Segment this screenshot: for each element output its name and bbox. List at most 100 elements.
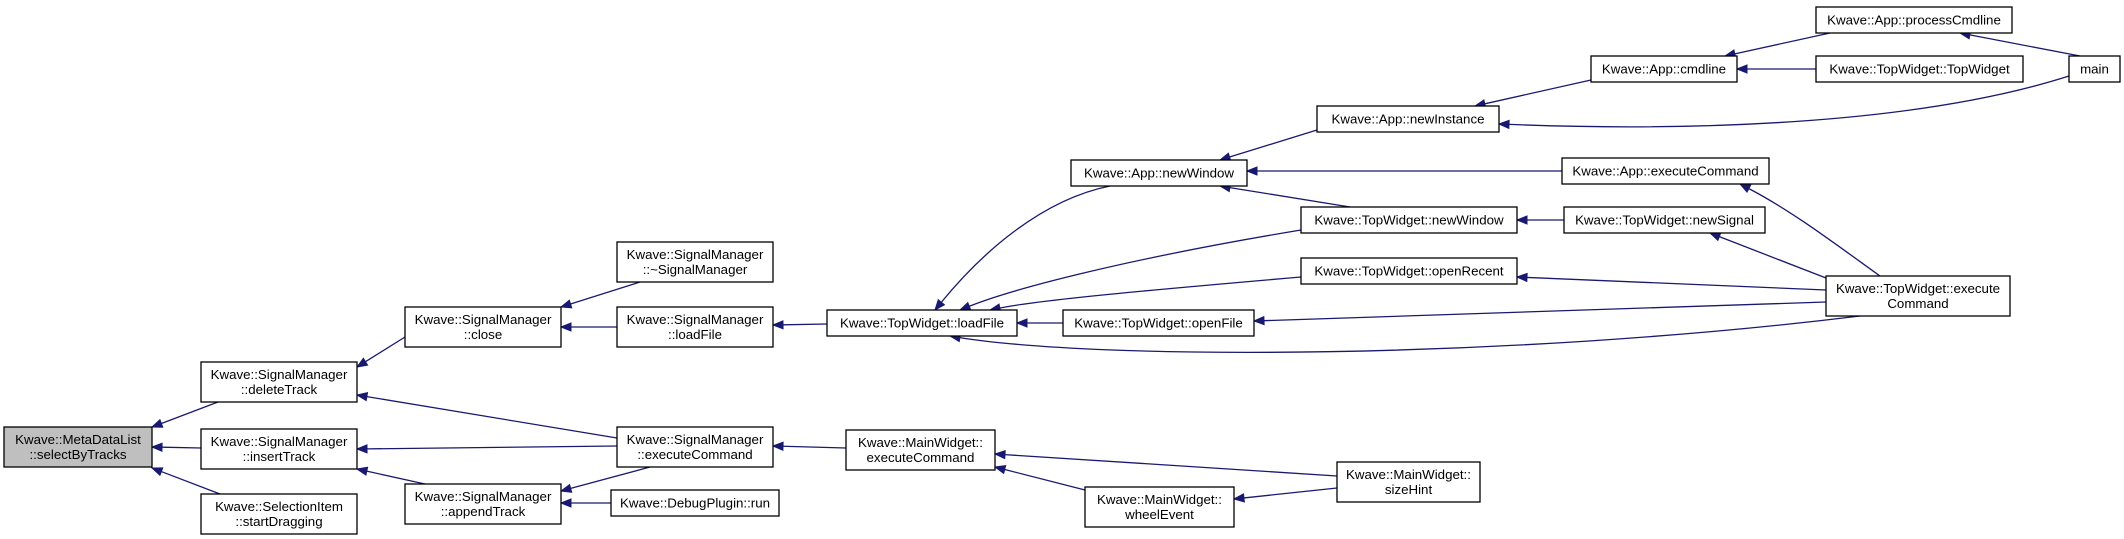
edge-line — [365, 336, 406, 363]
edge-arrowhead — [559, 299, 573, 309]
node-label: Kwave::TopWidget::loadFile — [840, 316, 1004, 331]
node-mwWheelEvent[interactable]: Kwave::MainWidget::wheelEvent — [1084, 486, 1235, 528]
node-box — [200, 493, 358, 535]
node-appProcessCmdline[interactable]: Kwave::App::processCmdline — [1815, 6, 2013, 34]
edge-line — [1004, 453, 1338, 477]
node-box — [616, 426, 774, 468]
node-twExecuteCommand[interactable]: Kwave::TopWidget::executeCommand — [1825, 275, 2011, 317]
node-deleteTrack[interactable]: Kwave::SignalManager::deleteTrack — [200, 361, 358, 403]
edge-smClose-to-deleteTrack — [355, 336, 406, 368]
node-label: Command — [1887, 296, 1948, 311]
edge-arrowhead — [355, 444, 368, 454]
node-smLoadFile[interactable]: Kwave::SignalManager::loadFile — [616, 306, 774, 348]
edge-line — [1526, 276, 1827, 291]
node-label: Kwave::TopWidget::TopWidget — [1829, 62, 2010, 77]
edge-twLoadFile-to-smLoadFile — [771, 320, 828, 330]
node-label: ::executeCommand — [637, 447, 752, 462]
edge-line — [940, 185, 1111, 303]
node-appExecuteCommand[interactable]: Kwave::App::executeCommand — [1561, 157, 1770, 185]
node-appNewWindow[interactable]: Kwave::App::newWindow — [1070, 159, 1248, 187]
node-label: Kwave::SignalManager — [211, 367, 348, 382]
node-box — [200, 361, 358, 403]
node-twOpenRecent[interactable]: Kwave::TopWidget::openRecent — [1300, 257, 1518, 285]
node-twNewSignal[interactable]: Kwave::TopWidget::newSignal — [1563, 206, 1766, 234]
edge-insertTrack-to-selectByTracks — [150, 442, 202, 452]
node-label: sizeHint — [1385, 482, 1433, 497]
edge-twNewWindow-to-appNewWindow — [1218, 182, 1351, 208]
node-box — [1815, 6, 2013, 34]
edge-mwSizeHint-to-mwWheelEvent — [1232, 487, 1338, 503]
node-box — [1300, 206, 1518, 234]
edge-line — [782, 323, 828, 326]
node-debugRun[interactable]: Kwave::DebugPlugin::run — [610, 489, 780, 517]
node-mwSizeHint[interactable]: Kwave::MainWidget::sizeHint — [1336, 461, 1481, 503]
edge-twExecuteCommand-to-twNewSignal — [1708, 232, 1827, 279]
node-selectByTracks[interactable]: Kwave::MetaDataList::selectByTracks — [3, 426, 153, 468]
node-label: Kwave::MainWidget:: — [1346, 467, 1471, 482]
edge-line — [959, 315, 1861, 354]
node-label: Kwave::TopWidget::openFile — [1074, 316, 1243, 331]
edge-line — [570, 281, 641, 305]
node-box — [404, 483, 562, 525]
node-box — [1815, 55, 2024, 83]
node-box — [1825, 275, 2011, 317]
edge-arrowhead — [771, 441, 784, 452]
node-insertTrack[interactable]: Kwave::SignalManager::insertTrack — [200, 428, 358, 470]
edge-arrowhead — [1245, 166, 1258, 176]
edge-appProcessCmdline-to-appCmdline — [1723, 32, 1831, 59]
node-label: ::close — [464, 327, 502, 342]
node-label: executeCommand — [867, 450, 975, 465]
node-twNewWindow[interactable]: Kwave::TopWidget::newWindow — [1300, 206, 1518, 234]
edge-arrowhead — [559, 322, 572, 332]
node-label: ::appendTrack — [441, 504, 526, 519]
node-box — [616, 241, 774, 283]
edge-smExecuteCommand-to-deleteTrack — [355, 392, 618, 439]
edge-twOpenFile-to-twLoadFile — [1015, 318, 1063, 328]
edge-line — [1969, 34, 2081, 57]
node-mwExecuteCommand[interactable]: Kwave::MainWidget::executeCommand — [845, 429, 996, 471]
node-label: Kwave::App::newWindow — [1084, 166, 1234, 181]
edge-twTopWidget-to-appCmdline — [1735, 64, 1816, 74]
edge-smExecuteCommand-to-appendTrack — [559, 466, 651, 493]
node-smExecuteCommand[interactable]: Kwave::SignalManager::executeCommand — [616, 426, 774, 468]
edge-smLoadFile-to-smClose — [559, 322, 617, 332]
edge-arrowhead — [1515, 272, 1528, 283]
edge-arrowhead — [1515, 215, 1528, 225]
node-twTopWidget[interactable]: Kwave::TopWidget::TopWidget — [1815, 55, 2024, 83]
edge-arrowhead — [150, 418, 164, 428]
node-box — [1316, 105, 1500, 133]
node-appCmdline[interactable]: Kwave::App::cmdline — [1590, 55, 1738, 83]
edge-line — [161, 446, 202, 449]
edge-line — [1748, 188, 1881, 277]
node-smDestructor[interactable]: Kwave::SignalManager::~SignalManager — [616, 241, 774, 283]
node-label: Kwave::SignalManager — [627, 312, 764, 327]
node-label: Kwave::App::executeCommand — [1572, 164, 1758, 179]
node-label: Kwave::TopWidget::newSignal — [1575, 213, 1754, 228]
node-label: Kwave::TopWidget::newWindow — [1314, 213, 1504, 228]
node-smClose[interactable]: Kwave::SignalManager::close — [404, 306, 562, 348]
edge-line — [161, 401, 219, 425]
node-label: wheelEvent — [1124, 507, 1194, 522]
edge-line — [366, 470, 426, 485]
edge-line — [1229, 186, 1351, 208]
edge-arrowhead — [958, 301, 972, 311]
edge-debugRun-to-appendTrack — [559, 498, 611, 508]
node-appNewInstance[interactable]: Kwave::App::newInstance — [1316, 105, 1500, 133]
edge-line — [161, 470, 221, 495]
node-startDragging[interactable]: Kwave::SelectionItem::startDragging — [200, 493, 358, 535]
edge-twNewWindow-to-twLoadFile — [958, 229, 1302, 311]
edge-arrowhead — [355, 392, 369, 402]
edge-appNewInstance-to-appNewWindow — [1218, 129, 1318, 162]
edge-arrowhead — [1252, 315, 1265, 326]
node-box — [1084, 486, 1235, 528]
edge-arrowhead — [150, 442, 163, 452]
call-graph-nodes: Kwave::MetaDataList::selectByTracksKwave… — [3, 6, 2121, 535]
edge-appCmdline-to-appNewInstance — [1473, 79, 1592, 109]
node-box — [2068, 55, 2121, 83]
node-twLoadFile[interactable]: Kwave::TopWidget::loadFile — [826, 309, 1018, 337]
node-twOpenFile[interactable]: Kwave::TopWidget::openFile — [1062, 309, 1255, 337]
node-appendTrack[interactable]: Kwave::SignalManager::appendTrack — [404, 483, 562, 525]
node-box — [616, 306, 774, 348]
node-main[interactable]: main — [2068, 55, 2121, 83]
edge-arrowhead — [355, 466, 369, 476]
